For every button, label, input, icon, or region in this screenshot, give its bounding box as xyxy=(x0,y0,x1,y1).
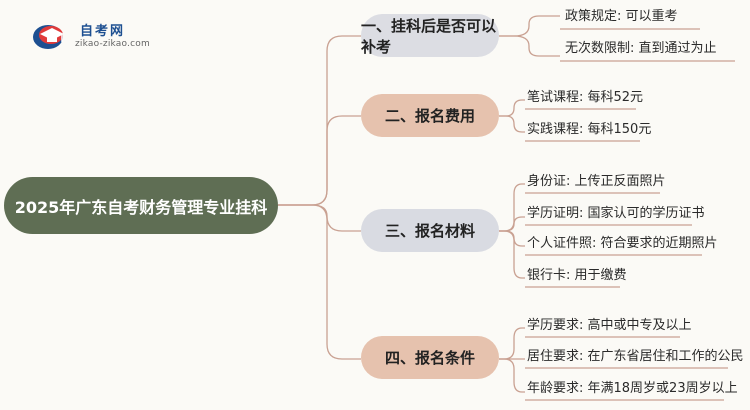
leaf-practice-fee: 实践课程: 每科150元 xyxy=(527,122,652,137)
branch-registration-fee[interactable]: 二、报名费用 xyxy=(361,94,499,137)
leaf-education: 学历要求: 高中或中专及以上 xyxy=(527,318,692,333)
connector-b2-leaf2 xyxy=(499,115,525,133)
connector-root-b4 xyxy=(278,204,361,360)
leaf-id-card: 身份证: 上传正反面照片 xyxy=(527,174,666,189)
leaf-residence: 居住要求: 在广东省居住和工作的公民 xyxy=(527,349,744,364)
logo-title: 自考网 xyxy=(80,24,126,39)
connector-b2-leaf1 xyxy=(499,99,525,117)
connector-b3-leaf4 xyxy=(499,230,525,279)
connector-root-b2 xyxy=(278,115,361,206)
leaf-written-fee: 笔试课程: 每科52元 xyxy=(527,90,644,105)
leaf-bank-card: 银行卡: 用于缴费 xyxy=(527,268,627,283)
connector-b3-leaf1 xyxy=(499,183,525,232)
leaf-diploma: 学历证明: 国家认可的学历证书 xyxy=(527,206,705,221)
connector-b1-leaf2 xyxy=(499,35,560,57)
graduation-cap-icon xyxy=(33,25,64,49)
connector-root-b1 xyxy=(278,35,361,206)
leaf-photo: 个人证件照: 符合要求的近期照片 xyxy=(527,236,718,251)
leaf-age: 年龄要求: 年满18周岁或23周岁以上 xyxy=(527,381,738,396)
leaf-policy: 政策规定: 可以重考 xyxy=(565,9,678,24)
logo-subtitle: zikao-zikao.com xyxy=(75,39,150,49)
branch-registration-materials[interactable]: 三、报名材料 xyxy=(361,209,499,252)
connector-b4-leaf3 xyxy=(499,358,525,393)
branch-retake-allowed[interactable]: 一、挂科后是否可以补考 xyxy=(361,14,499,57)
connector-b1-leaf1 xyxy=(499,15,560,37)
site-logo[interactable]: 自考网 zikao-zikao.com xyxy=(10,14,150,54)
connector-b4-leaf1 xyxy=(499,327,525,360)
branch-registration-conditions[interactable]: 四、报名条件 xyxy=(361,336,499,379)
connector-root-b3 xyxy=(278,204,361,232)
leaf-no-limit: 无次数限制: 直到通过为止 xyxy=(565,41,717,56)
connector-b3-leaf2 xyxy=(499,216,525,232)
root-node[interactable]: 2025年广东自考财务管理专业挂科 xyxy=(4,177,278,234)
